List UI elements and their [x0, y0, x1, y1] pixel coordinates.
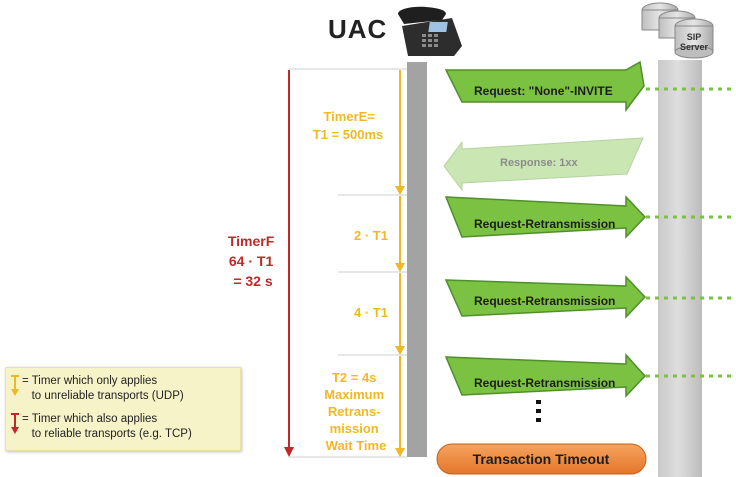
svg-text:Response: 1xx: Response: 1xx — [500, 157, 579, 169]
uac-title: UAC — [328, 14, 388, 44]
timer-t2-arrow — [395, 356, 405, 457]
response-1xx-message: Response: 1xx — [443, 137, 644, 192]
timer-f-arrow — [284, 70, 294, 457]
desk-phone-icon — [398, 6, 462, 56]
timer-e-label: TimerE= T1 = 500ms — [313, 109, 383, 142]
retransmission-1-message: Request-Retransmission — [444, 195, 736, 239]
retransmission-3-message: Request-Retransmission — [444, 353, 736, 398]
uac-lifeline — [407, 62, 427, 457]
transaction-timeout-badge: Transaction Timeout — [436, 443, 647, 475]
svg-text:Request: "None"-INVITE: Request: "None"-INVITE — [474, 84, 613, 98]
server-label: Server — [680, 42, 709, 52]
legend-red-text: = Timer which also applies to reliable t… — [22, 413, 192, 440]
timer-4t1-arrow — [395, 273, 405, 355]
timer-f-label: TimerF 64 · T1 = 32 s — [228, 233, 278, 289]
guide-lines — [289, 68, 407, 458]
interval-2t1-label: 2 · T1 — [354, 228, 388, 243]
red-timer-arrow-icon — [11, 413, 19, 434]
svg-text:Request-Retransmission: Request-Retransmission — [474, 376, 615, 390]
timer-2t1-arrow — [395, 196, 405, 272]
request-invite-message: Request: "None"-INVITE — [444, 60, 736, 113]
legend-yellow-text: = Timer which only applies to unreliable… — [22, 375, 184, 402]
svg-text:Transaction Timeout: Transaction Timeout — [473, 451, 610, 467]
svg-text:Request-Retransmission: Request-Retransmission — [474, 294, 615, 308]
server-stack-icon: SIP Server — [641, 2, 714, 59]
server-lifeline — [658, 60, 702, 477]
retransmission-2-message: Request-Retransmission — [444, 275, 736, 319]
timer-t2-label: T2 = 4s Maximum Retrans- mission Wait Ti… — [324, 370, 388, 453]
continuation-dots — [536, 400, 541, 422]
timer-e-arrow — [395, 70, 405, 195]
svg-text:Request-Retransmission: Request-Retransmission — [474, 217, 615, 231]
legend: = Timer which only applies to unreliable… — [5, 367, 241, 451]
yellow-timer-arrow-icon — [11, 375, 19, 396]
interval-4t1-label: 4 · T1 — [354, 305, 388, 320]
svg-text:SIP: SIP — [687, 32, 702, 42]
